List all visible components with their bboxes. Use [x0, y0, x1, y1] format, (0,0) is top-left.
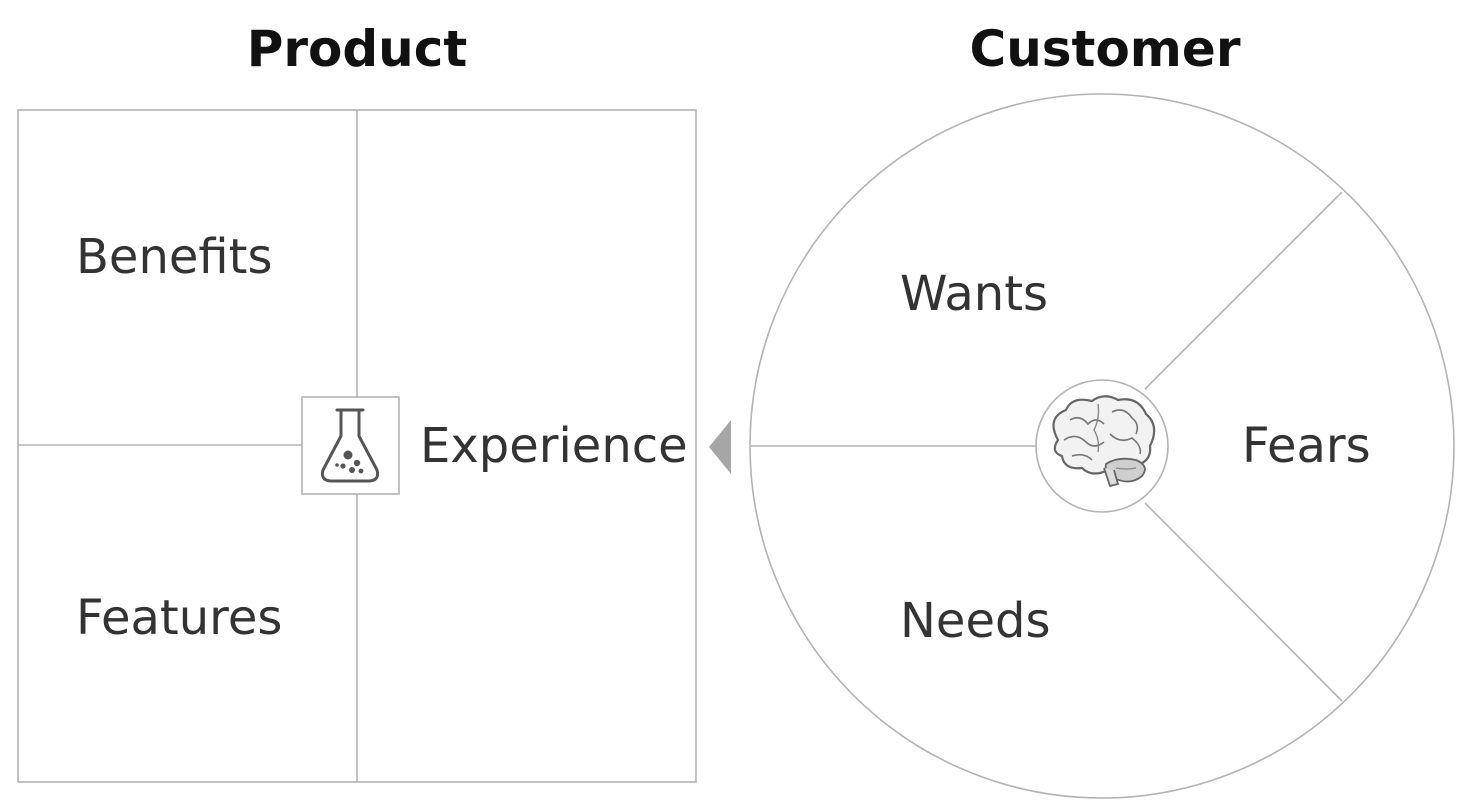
customer-divider-lower-right — [1144, 502, 1343, 702]
segment-label-needs: Needs — [900, 593, 1050, 649]
segment-label-wants: Wants — [900, 266, 1048, 322]
arrow-left-triangle-icon — [709, 420, 731, 474]
quadrant-label-benefits: Benefits — [76, 229, 272, 285]
quadrant-label-features: Features — [76, 590, 282, 646]
flask-icon — [301, 396, 400, 495]
quadrant-label-experience: Experience — [420, 418, 688, 474]
product-square — [17, 109, 697, 783]
customer-circle — [749, 93, 1455, 799]
segment-label-fears: Fears — [1242, 418, 1371, 474]
customer-divider-upper-right — [1144, 191, 1343, 390]
customer-title: Customer — [970, 20, 1241, 78]
product-title: Product — [247, 20, 468, 78]
brain-icon — [1035, 379, 1169, 513]
